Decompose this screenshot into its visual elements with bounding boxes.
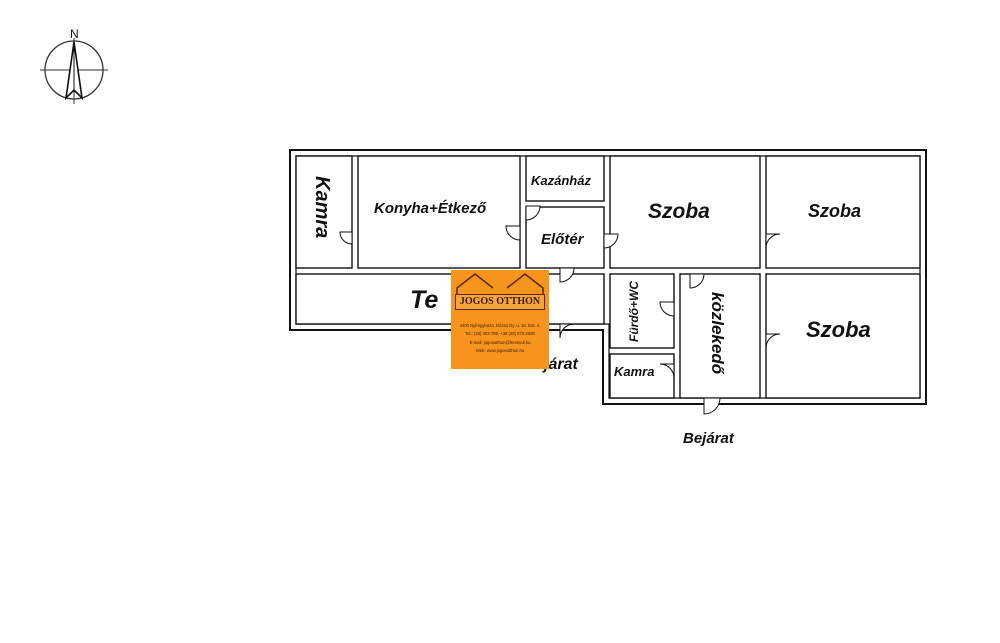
logo-phone: Tel.: (42) 403-789, +36 (20) 973-2060 xyxy=(465,331,535,337)
entrance-label-2: Bejárat xyxy=(683,430,735,447)
room-label-eloter: Előtér xyxy=(541,231,585,248)
room-label-kazanhaz: Kazánház xyxy=(531,173,591,188)
logo-web: Web: www.jogosotthon.hu xyxy=(475,348,525,354)
room-label-terasz: Te xyxy=(410,286,438,314)
room-terasz xyxy=(295,273,605,325)
room-szoba-1 xyxy=(609,155,761,269)
north-arrow-icon: N xyxy=(40,27,108,104)
room-label-furdo: Fürdő+WC xyxy=(627,281,641,342)
room-szoba-2 xyxy=(765,155,921,269)
entrance-label-1: járat xyxy=(542,356,578,373)
logo-title: JOGOS OTTHON xyxy=(455,294,545,310)
logo-email: E-mail: jogosotthon@freemail.hu xyxy=(469,339,531,345)
north-label: N xyxy=(70,27,79,41)
room-label-szoba-2: Szoba xyxy=(808,201,861,221)
room-eloter xyxy=(525,206,605,269)
room-label-kozlekedo: közlekedő xyxy=(708,292,727,375)
doors xyxy=(339,205,781,415)
room-label-kamra-1: Kamra xyxy=(311,176,333,238)
jogos-otthon-logo: JOGOS OTTHON 4400 Nyíregyháza, Dózsa Gy.… xyxy=(451,270,549,369)
room-szoba-3 xyxy=(765,273,921,399)
room-kazanhaz xyxy=(525,155,605,202)
room-outlines xyxy=(295,155,921,399)
room-kamra-1 xyxy=(295,155,353,269)
room-label-konyha: Konyha+Étkező xyxy=(374,200,487,217)
room-label-kamra-2: Kamra xyxy=(614,364,654,379)
room-kozlekedo xyxy=(679,273,761,399)
room-label-szoba-3: Szoba xyxy=(806,317,871,342)
room-konyha xyxy=(357,155,521,269)
logo-address: 4400 Nyíregyháza, Dózsa Gy. u. 18. fszt.… xyxy=(459,323,541,328)
room-label-szoba-1: Szoba xyxy=(648,200,710,223)
logo-contact: 4400 Nyíregyháza, Dózsa Gy. u. 18. fszt.… xyxy=(454,322,546,356)
